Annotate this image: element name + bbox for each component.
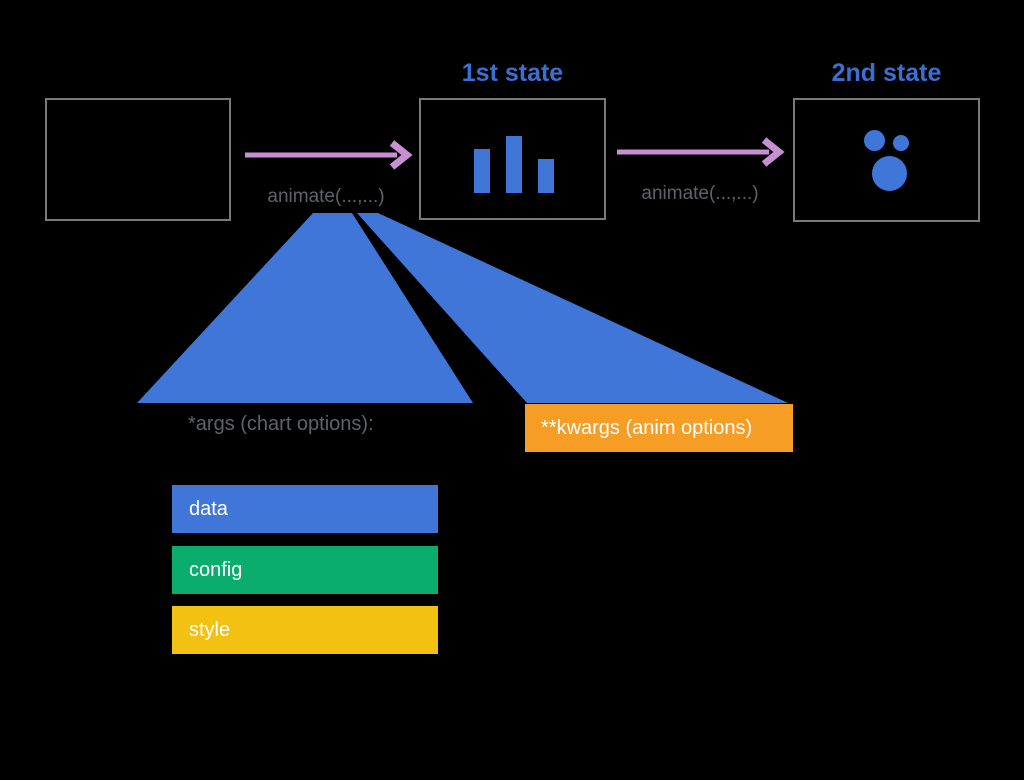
bar-chart-bar [474,149,490,193]
args-item-config: config [172,546,438,594]
arrow-initial-to-first [245,140,413,170]
arrow-head-icon [389,140,413,170]
transition-label-second: animate(...,...) [641,183,759,204]
state-box-first [419,98,606,220]
args-item-style: style [172,606,438,654]
args-item-data: data [172,485,438,533]
bubble [893,135,909,151]
kwargs-box: **kwargs (anim options) [525,404,793,452]
arrow-first-to-second [617,137,785,167]
args-heading: *args (chart options): [188,413,374,435]
args-fan-shape [137,213,473,403]
state-label-first: 1st state [461,59,564,87]
arrow-head-icon [761,137,785,167]
bubble [872,156,907,191]
bar-chart-bar [538,159,554,193]
bubble [864,130,885,151]
kwargs-fan-shape [357,213,788,403]
bar-chart-bar [506,136,522,193]
transition-label-first: animate(...,...) [267,186,385,207]
state-box-initial [45,98,231,221]
state-label-second: 2nd state [831,59,942,87]
state-box-second [793,98,980,222]
